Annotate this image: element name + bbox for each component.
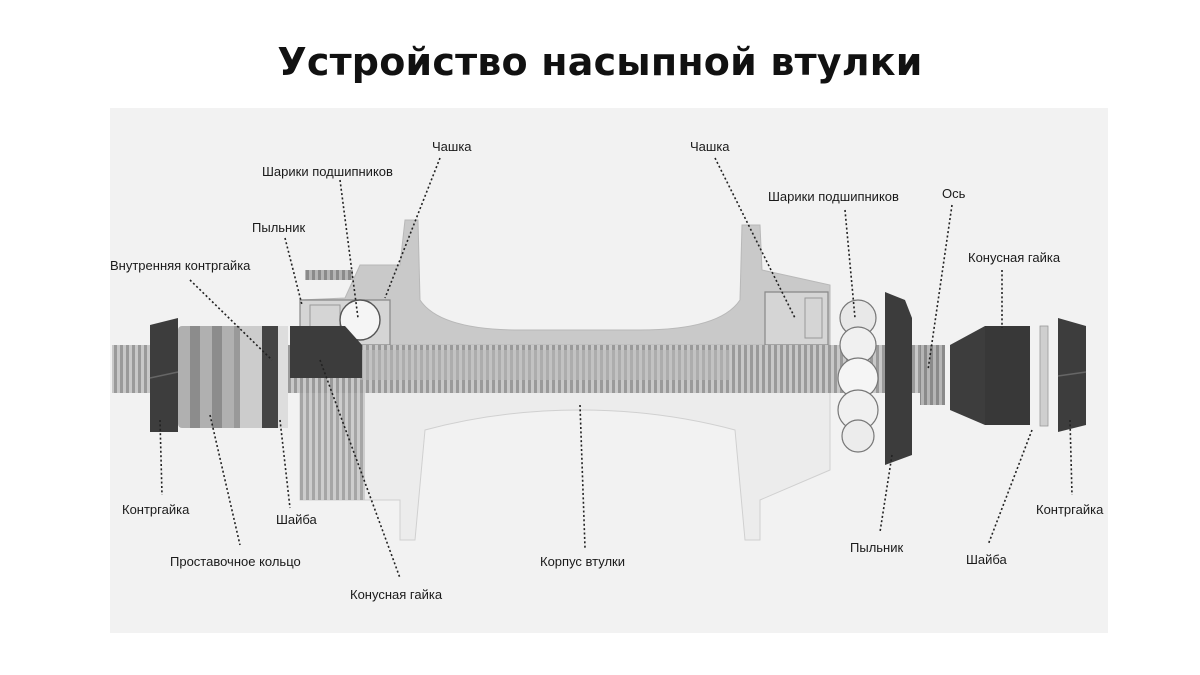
washer-right bbox=[1039, 325, 1049, 427]
label-spacer-ring: Проставочное кольцо bbox=[170, 554, 301, 569]
page-title: Устройство насыпной втулки bbox=[277, 40, 923, 84]
washer-thin-left bbox=[278, 326, 288, 428]
label-cup-right: Чашка bbox=[690, 139, 730, 154]
leader-lines bbox=[159, 157, 1073, 579]
bearing-balls-right bbox=[837, 299, 879, 453]
label-hub-body: Корпус втулки bbox=[540, 554, 625, 569]
label-locknut-left: Контргайка bbox=[122, 502, 190, 517]
label-balls-right: Шарики подшипников bbox=[768, 189, 899, 204]
label-dust-cap-left: Пыльник bbox=[252, 220, 305, 235]
label-axle: Ось bbox=[942, 186, 966, 201]
cone-nut-left bbox=[290, 326, 362, 378]
label-balls-left: Шарики подшипников bbox=[262, 164, 393, 179]
label-cone-nut-right: Конусная гайка bbox=[968, 250, 1061, 265]
washer-left bbox=[240, 326, 262, 428]
spacer-ring bbox=[178, 326, 240, 428]
cone-nut-right-body bbox=[985, 326, 1030, 425]
inner-locknut bbox=[262, 326, 278, 428]
label-cone-nut-left: Конусная гайка bbox=[350, 587, 443, 602]
label-cup-left: Чашка bbox=[432, 139, 472, 154]
label-dust-cap-right: Пыльник bbox=[850, 540, 903, 555]
label-washer-left: Шайба bbox=[276, 512, 318, 527]
label-locknut-right: Контргайка bbox=[1036, 502, 1104, 517]
locknut-left bbox=[149, 318, 179, 432]
label-washer-right: Шайба bbox=[966, 552, 1008, 567]
locknut-right bbox=[1057, 318, 1087, 432]
bearing-ball-left bbox=[339, 299, 381, 341]
label-inner-locknut: Внутренняя контргайка bbox=[110, 258, 251, 273]
dust-cap-right bbox=[885, 292, 912, 465]
